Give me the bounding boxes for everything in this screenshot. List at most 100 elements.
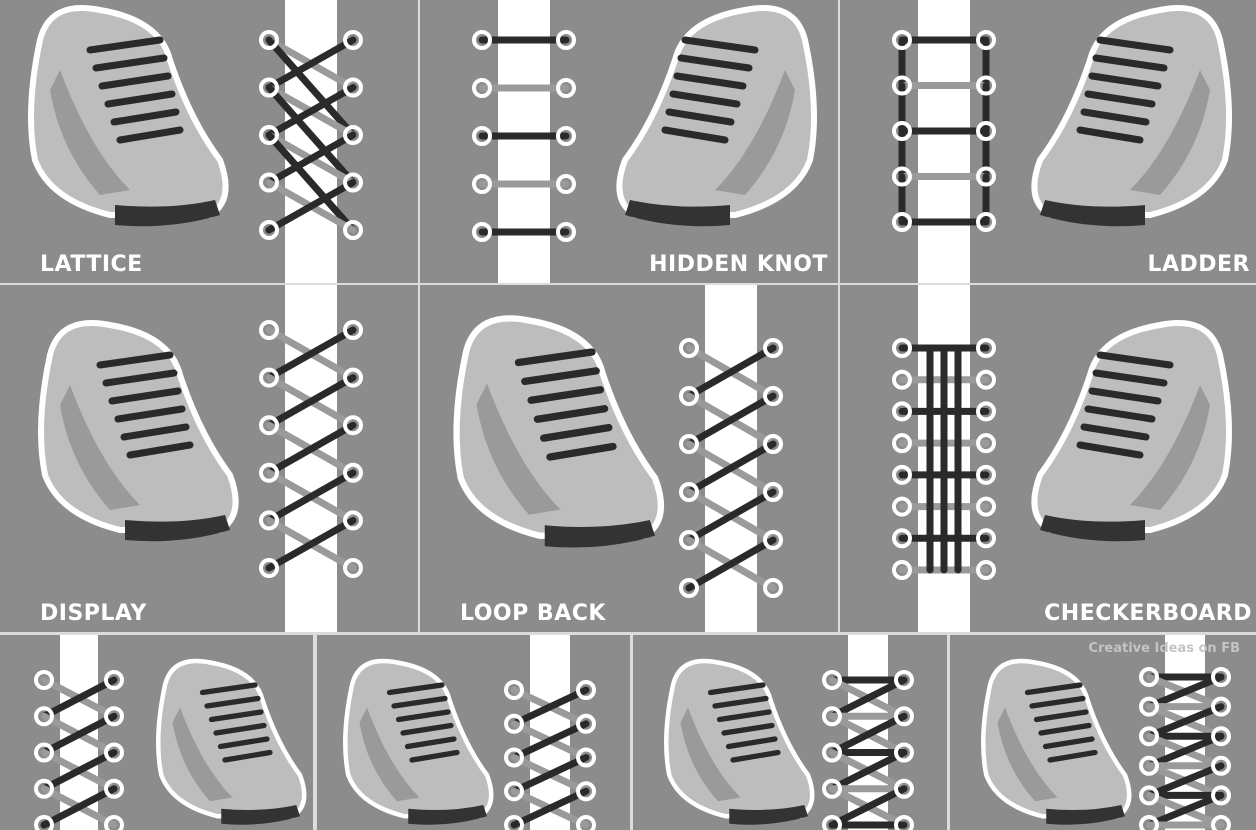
eyelet xyxy=(576,781,596,802)
shoe-sole xyxy=(221,805,300,825)
lace-segment xyxy=(265,179,357,234)
shoe-lace xyxy=(114,405,186,423)
eyelet xyxy=(976,464,996,485)
shoe-lace xyxy=(546,442,617,461)
eyelet xyxy=(1139,696,1159,717)
style-label: LOOP BACK xyxy=(460,601,606,626)
lace-segment xyxy=(265,516,357,572)
eyelet xyxy=(822,670,842,690)
shoe-lace xyxy=(673,72,747,90)
eyelet xyxy=(894,742,914,763)
eyelet xyxy=(104,742,124,763)
shoe-lace xyxy=(217,736,270,750)
eyelet xyxy=(892,369,912,390)
shoe-image xyxy=(1031,5,1232,227)
eyelet xyxy=(1211,755,1231,776)
style-label: LADDER xyxy=(1147,252,1250,277)
panel-lattice: LATTICE xyxy=(0,0,418,283)
shoe-lace xyxy=(1088,387,1162,405)
shoe-lace xyxy=(527,386,605,404)
eyelet xyxy=(1211,696,1231,717)
eyelet xyxy=(976,528,996,549)
lace-segment xyxy=(685,392,777,448)
eyelet xyxy=(34,742,54,763)
shoe-image xyxy=(453,315,664,548)
shoe-sole xyxy=(625,200,730,227)
eyelet xyxy=(679,530,699,550)
eyelet xyxy=(822,778,842,799)
eyelet xyxy=(343,30,363,50)
shoe-sole xyxy=(408,805,487,825)
shoe-lace xyxy=(1029,695,1086,709)
eyelet xyxy=(259,558,279,578)
eyelet xyxy=(892,496,912,517)
eyelet xyxy=(976,433,996,454)
lace-segment xyxy=(265,36,357,139)
eyelet xyxy=(472,30,492,50)
shoe-image xyxy=(664,658,815,825)
shoe-lace xyxy=(404,736,457,750)
shoe-lace xyxy=(1092,369,1168,387)
eyelet xyxy=(504,815,524,830)
lace-segment xyxy=(510,686,590,728)
style-label: DISPLAY xyxy=(40,601,147,626)
shoe-lace xyxy=(104,90,176,108)
shoe-lace xyxy=(514,348,596,367)
lace-segment xyxy=(685,488,777,544)
eyelet xyxy=(1139,667,1159,687)
shoe-lace xyxy=(120,423,190,441)
shoe-stripe xyxy=(60,385,140,510)
eyelet xyxy=(259,367,279,388)
eyelet xyxy=(576,680,596,700)
eyelet xyxy=(892,433,912,454)
eyelet xyxy=(343,462,363,483)
lace-segment xyxy=(265,84,357,186)
lace-segment xyxy=(265,131,357,186)
shoe-lace xyxy=(86,36,164,54)
eyelet xyxy=(763,434,783,454)
tongue-strip xyxy=(918,0,970,283)
shoe-lace xyxy=(1084,405,1156,423)
eyelet xyxy=(259,172,279,193)
panel-hidden-knot: HIDDEN KNOT xyxy=(420,0,838,283)
lace-segment xyxy=(1145,703,1225,740)
eyelet xyxy=(976,75,996,96)
panel-style-10: Creative Ideas on FB xyxy=(950,635,1256,830)
eyelet xyxy=(1211,815,1231,830)
lace-segment xyxy=(40,749,118,793)
shoe-lace xyxy=(1042,736,1095,750)
eyelet xyxy=(343,172,363,193)
shoe-stripe xyxy=(476,383,561,515)
shoe-lace xyxy=(721,722,775,736)
eyelet xyxy=(259,220,279,240)
lace-segment xyxy=(828,785,908,829)
eyelet xyxy=(1139,726,1159,747)
lace-segment xyxy=(1145,732,1225,770)
lace-segment xyxy=(685,536,777,592)
shoe-sole xyxy=(729,805,808,825)
shoe-lace xyxy=(400,722,454,736)
shoe-image xyxy=(616,5,817,227)
style-label: HIDDEN KNOT xyxy=(649,252,828,277)
shoe-lace xyxy=(712,695,769,709)
shoe-image xyxy=(343,658,494,825)
eyelet xyxy=(892,464,912,485)
eyelet xyxy=(343,320,363,340)
eyelet xyxy=(892,212,912,232)
eyelet xyxy=(976,496,996,517)
shoe-lace xyxy=(1092,54,1168,72)
eyelet xyxy=(259,510,279,531)
eyelet xyxy=(892,528,912,549)
eyelet xyxy=(763,386,783,406)
lace-segment xyxy=(510,787,590,829)
tongue-strip xyxy=(285,0,337,283)
eyelet xyxy=(763,338,783,358)
eyelet xyxy=(679,434,699,454)
shoe-image xyxy=(1031,320,1232,542)
eyelet xyxy=(504,713,524,734)
shoe-sole xyxy=(1040,200,1145,227)
shoe-lace xyxy=(1080,423,1150,441)
shoe-stripe xyxy=(1130,385,1210,510)
shoe-sole xyxy=(115,200,220,227)
lace-segment xyxy=(265,374,357,429)
